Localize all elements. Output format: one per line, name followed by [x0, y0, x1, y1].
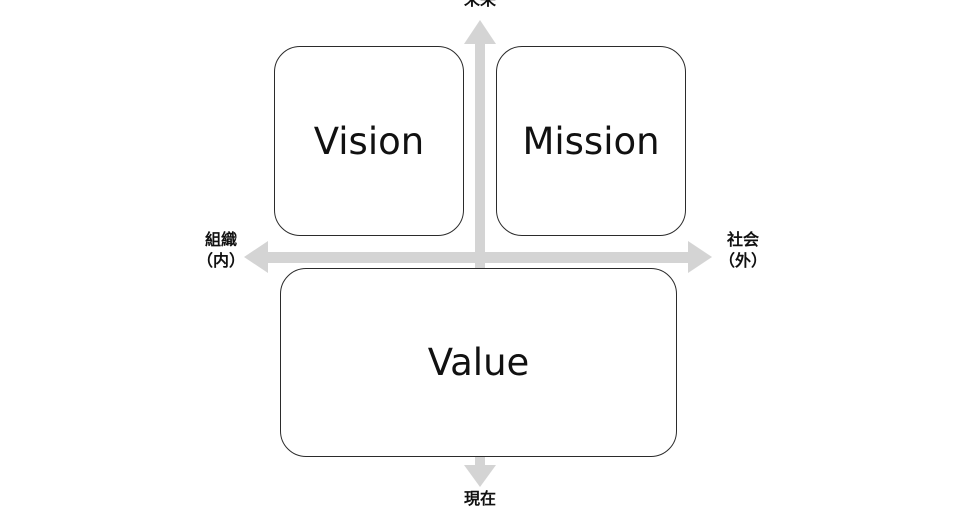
horizontal-axis-shaft: [266, 252, 690, 263]
axis-label-organization-line1: 組織: [204, 230, 237, 249]
axis-label-organization: 組織 （内）: [186, 229, 256, 271]
axis-label-society-line2: （外）: [718, 251, 767, 270]
vertical-axis-shaft: [475, 42, 485, 268]
down-arrowhead-icon: [464, 465, 496, 487]
mission-box: Mission: [496, 46, 686, 236]
vision-box: Vision: [274, 46, 464, 236]
right-arrowhead-icon: [688, 241, 712, 273]
axis-label-future-text: 未来: [440, 0, 520, 10]
value-box: Value: [280, 268, 677, 457]
axis-label-society: 社会 （外）: [708, 229, 778, 271]
vertical-axis-bottom-stub: [475, 457, 485, 467]
vision-label: Vision: [313, 119, 425, 163]
value-label: Value: [427, 341, 530, 384]
axis-label-present: 現在: [440, 488, 520, 509]
mission-label: Mission: [522, 119, 660, 163]
left-arrowhead-icon: [244, 241, 268, 273]
axis-label-society-line1: 社会: [726, 230, 759, 249]
up-arrowhead-icon: [464, 20, 496, 44]
axis-label-future: 未来: [440, 0, 520, 10]
axis-label-present-text: 現在: [463, 489, 496, 508]
axis-label-organization-line2: （内）: [196, 251, 245, 270]
